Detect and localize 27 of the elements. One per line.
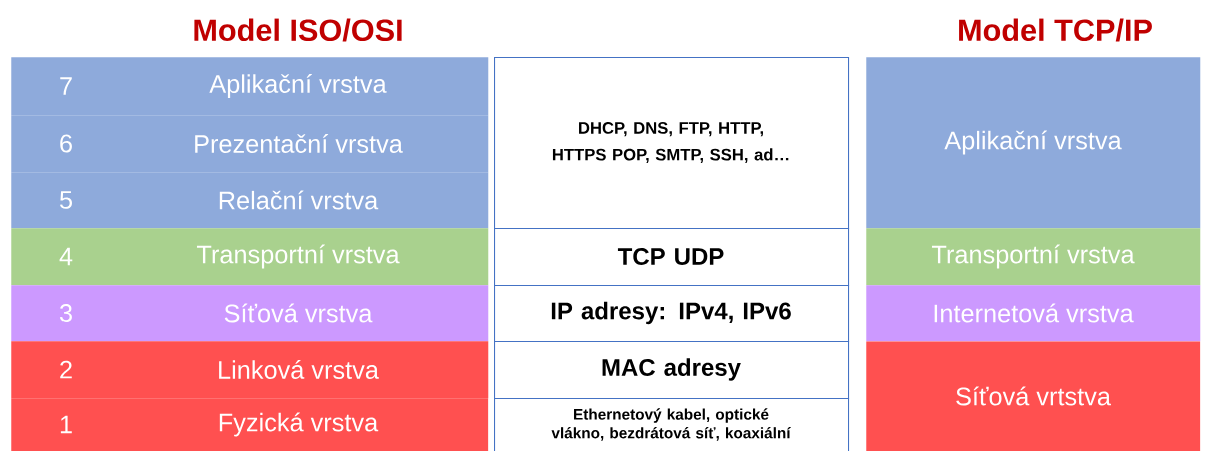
layer-band: 5 Relační vrstva bbox=[11, 172, 489, 229]
layer-band: Aplikační vrstva bbox=[866, 57, 1201, 229]
layer-band: 1 Fyzická vrstva bbox=[11, 398, 489, 451]
node-label: Linková vrstva bbox=[219, 360, 379, 379]
node-label: 5 bbox=[59, 191, 72, 209]
layer-band: 4 Transportní vrstva bbox=[11, 228, 489, 286]
layer-band: Internetová vrstva bbox=[866, 285, 1201, 342]
layer-band: 2 Linková vrstva bbox=[11, 341, 489, 399]
node-label: Fyzická vrstva bbox=[219, 412, 379, 437]
layer-band: 7 Aplikační vrstva bbox=[11, 57, 489, 116]
protocol-box: IP adresy: IPv4, IPv6 bbox=[494, 285, 850, 343]
layer-band: 6 Prezentační vrstva bbox=[11, 115, 489, 173]
node-label: 7 bbox=[60, 77, 72, 95]
node-label: 1 bbox=[60, 415, 72, 434]
protocol-box: DHCP, DNS, FTP, HTTP, HTTPS POP, SMTP, SSH, ad… bbox=[494, 57, 850, 230]
node-label: Prezentační vrstva bbox=[195, 134, 403, 153]
node-label: Aplikační vrstva bbox=[209, 74, 387, 98]
layer-band: 3 Síťová vrstva bbox=[11, 285, 489, 342]
node-label: Relační vrstva bbox=[219, 190, 379, 210]
protocol-box: MAC adresy bbox=[494, 341, 850, 400]
node-label: 6 bbox=[60, 134, 72, 153]
layer-band: Síťová vrtstva bbox=[866, 341, 1201, 451]
model-heading: Model ISO/OSI bbox=[194, 18, 402, 42]
node-label: 2 bbox=[60, 360, 72, 379]
protocol-box: TCP UDP bbox=[494, 228, 850, 287]
protocol-box: Ethernetový kabel, optické vlákno, bezdrátová síť, koaxiální bbox=[494, 398, 850, 451]
layer-band: Transportní vrstva bbox=[866, 228, 1201, 286]
